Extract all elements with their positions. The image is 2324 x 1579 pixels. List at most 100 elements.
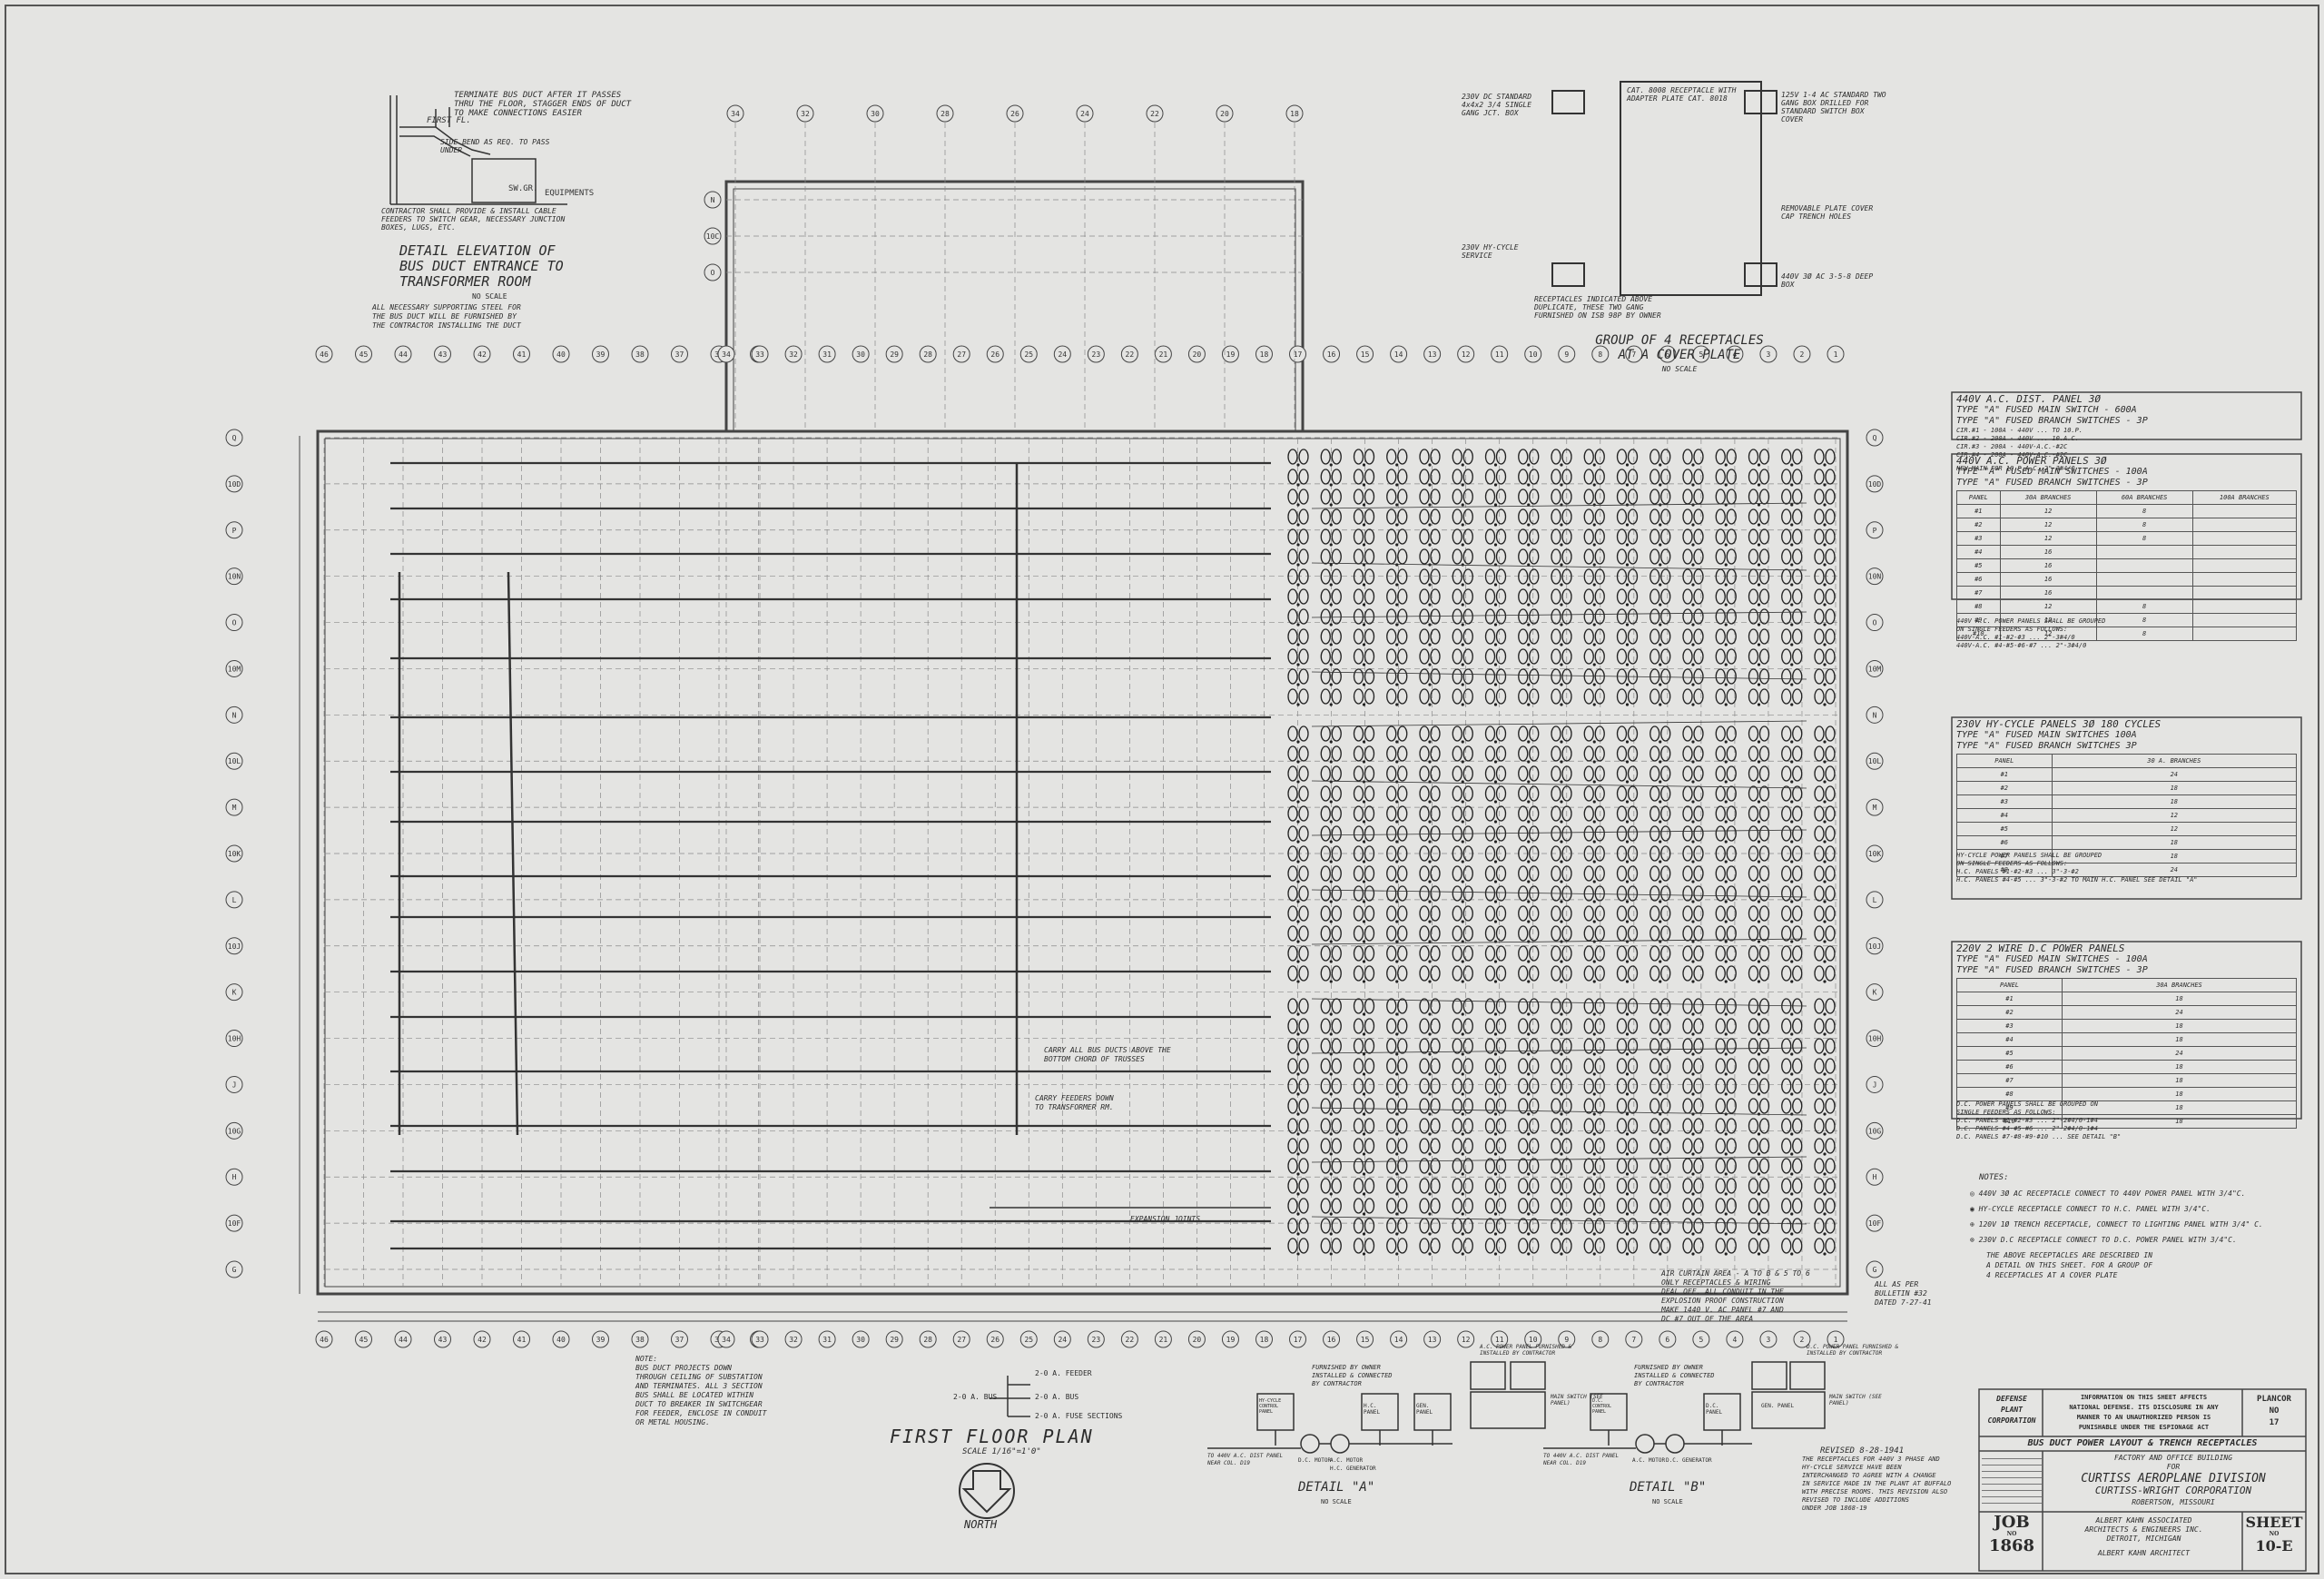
grid-bubble-label: 25 xyxy=(1024,350,1033,359)
receptacle-symbol-icon xyxy=(1419,1038,1430,1054)
grid-bubble-label: 10G xyxy=(1868,1127,1882,1135)
column-bubble-top: 45 xyxy=(355,345,372,363)
receptacle-dot xyxy=(1461,703,1464,706)
receptacle-dot xyxy=(1659,703,1662,706)
receptacle-symbol-icon xyxy=(1364,1198,1375,1214)
receptacle-dot xyxy=(1560,800,1563,804)
row-bubble-left: 10G xyxy=(225,1121,243,1140)
plancor-line: NO xyxy=(2269,1406,2280,1416)
receptacle-symbol-icon xyxy=(1649,805,1660,822)
receptacle-symbol-icon xyxy=(1649,865,1660,882)
receptacle-symbol-icon xyxy=(1583,1178,1594,1194)
receptacle-symbol-icon xyxy=(1616,1118,1628,1134)
receptacle-symbol-icon xyxy=(1518,1078,1529,1094)
receptacle-symbol-icon xyxy=(1627,608,1639,625)
receptacle-dot xyxy=(1625,760,1630,764)
receptacle-symbol-icon xyxy=(1364,925,1375,942)
receptacle-symbol-icon xyxy=(1627,548,1639,565)
receptacle-symbol-icon xyxy=(1419,725,1430,742)
receptacle-symbol-icon xyxy=(1320,528,1331,545)
receptacle-symbol-icon xyxy=(1561,925,1572,942)
receptacle-symbol-icon xyxy=(1518,725,1529,742)
table-cell: 12 xyxy=(1999,518,2097,532)
receptacle-symbol-icon xyxy=(1495,998,1507,1014)
receptacle-symbol-icon xyxy=(1364,805,1375,822)
receptacle-dot xyxy=(1493,760,1498,764)
row-bubble-right: J xyxy=(1866,1075,1884,1093)
title-block-sheet-title: BUS DUCT POWER LAYOUT & TRENCH RECEPTACL… xyxy=(2027,1438,2258,1448)
receptacle-symbol-icon xyxy=(1462,1018,1473,1034)
receptacle-symbol-icon xyxy=(1287,449,1298,465)
receptacle-symbol-icon xyxy=(1561,489,1572,505)
receptacle-symbol-icon xyxy=(1594,1058,1605,1074)
receptacle-symbol-icon xyxy=(1298,925,1309,942)
receptacle-symbol-icon xyxy=(1495,1198,1507,1214)
receptacle-symbol-icon xyxy=(1397,1158,1408,1174)
receptacle-symbol-icon xyxy=(1627,998,1639,1014)
receptacle-symbol-icon xyxy=(1320,745,1331,762)
receptacle-symbol-icon xyxy=(1386,668,1397,685)
receptacle-dot xyxy=(1461,960,1464,963)
receptacle-dot xyxy=(1592,1072,1596,1076)
detail-b-label-3: D.C. GENERATOR xyxy=(1666,1457,1712,1464)
receptacle-symbol-icon xyxy=(1331,1018,1342,1034)
detail-b-side-note-1: D.C. POWER PANEL FURNISHED & INSTALLED B… xyxy=(1807,1344,1899,1357)
table-cell xyxy=(2095,572,2193,587)
receptacle-symbol-icon xyxy=(1298,1218,1309,1234)
grid-bubble xyxy=(225,614,243,632)
receptacle-dot xyxy=(1592,900,1596,903)
receptacle-dot xyxy=(1560,880,1563,883)
receptacle-dot xyxy=(1296,960,1300,963)
grid-bubble xyxy=(473,1330,491,1348)
title-block-sheet: SHEET NO 10-E xyxy=(2244,1515,2304,1554)
receptacle-symbol-icon xyxy=(1462,785,1473,802)
receptacle-symbol-icon xyxy=(1660,449,1671,465)
receptacle-symbol-icon xyxy=(1660,805,1671,822)
receptacle-dot xyxy=(1296,1052,1300,1056)
receptacle-dot xyxy=(1296,583,1300,587)
receptacle-symbol-icon xyxy=(1484,1238,1496,1254)
receptacle-dot xyxy=(1329,1152,1333,1156)
receptacle-dot xyxy=(1395,860,1399,864)
receptacle-dot xyxy=(1659,980,1662,983)
receptacle-symbol-icon xyxy=(1386,745,1397,762)
column-bubble-bottom: 31 xyxy=(818,1330,836,1348)
detail-b-title: DETAIL "B" xyxy=(1630,1480,1707,1495)
receptacle-symbol-icon xyxy=(1627,845,1639,862)
revision-title: REVISED 8-28-1941 xyxy=(1820,1446,1905,1456)
receptacle-dot xyxy=(1527,1092,1531,1096)
note-line: DC #7 OUT OF THE AREA xyxy=(1661,1315,1754,1323)
receptacle-dot xyxy=(1329,1032,1333,1036)
receptacle-symbol-icon xyxy=(1594,1138,1605,1154)
receptacle-dot xyxy=(1592,1032,1596,1036)
receptacle-symbol-icon xyxy=(1298,765,1309,782)
table-cell: #1 xyxy=(1956,504,2001,518)
panel-title: 440V A.C. POWER PANELS 3Ø xyxy=(1956,455,2107,467)
receptacle-dot xyxy=(1395,820,1399,824)
receptacle-symbol-icon xyxy=(1287,1178,1298,1194)
receptacle-symbol-icon xyxy=(1397,845,1408,862)
receptacle-symbol-icon xyxy=(1298,628,1309,645)
grid-bubble-label: 6 xyxy=(1665,1336,1669,1344)
receptacle-symbol-icon xyxy=(1518,449,1529,465)
column-bubble-top: 22 xyxy=(1120,345,1138,363)
column-bubble-top: 14 xyxy=(1390,345,1408,363)
receptacle-dot xyxy=(1428,523,1432,527)
receptacle-symbol-icon xyxy=(1484,965,1496,982)
receptacle-dot xyxy=(1461,503,1464,507)
receptacle-dot xyxy=(1329,523,1333,527)
table-cell: 18 xyxy=(2061,1087,2298,1101)
receptacle-dot xyxy=(1560,820,1563,824)
bottom-bus-note: NOTE: BUS DUCT PROJECTS DOWN THROUGH CEI… xyxy=(635,1355,817,1427)
receptacle-symbol-icon xyxy=(1561,865,1572,882)
row-bubble-right: 10N xyxy=(1866,567,1884,586)
receptacle-dot xyxy=(1527,800,1531,804)
receptacle-symbol-icon xyxy=(1594,588,1605,605)
receptacle-symbol-icon xyxy=(1462,608,1473,625)
receptacle-dot xyxy=(1527,1052,1531,1056)
grid-bubble xyxy=(592,1330,609,1348)
table-cell: #8 xyxy=(1956,1087,2063,1101)
receptacle-symbol-icon xyxy=(1495,865,1507,882)
